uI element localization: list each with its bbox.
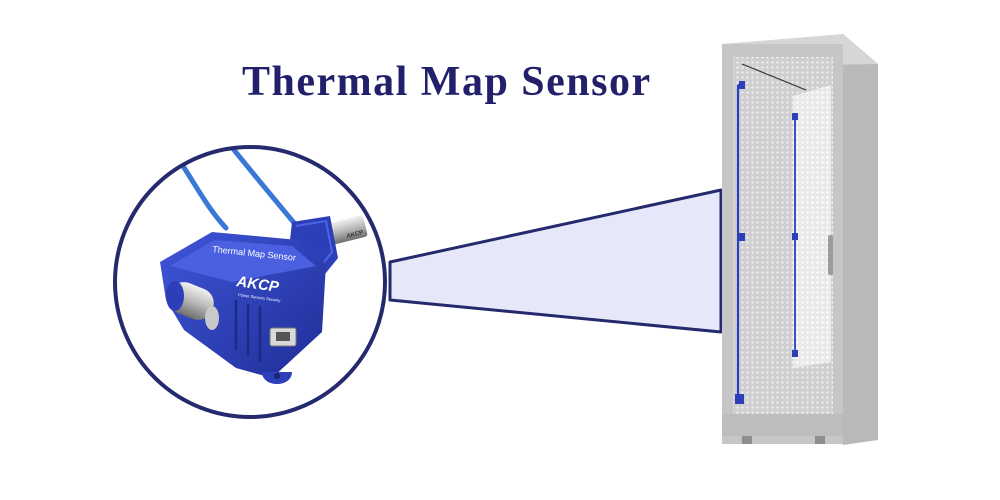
akcp-logo: AKCP — [234, 273, 280, 296]
server-rack-cabinet — [722, 34, 878, 445]
mounting-cylinder — [166, 281, 219, 330]
page-title: Thermal Map Sensor — [242, 59, 652, 105]
zoom-beam — [388, 188, 723, 334]
sensor-zoom-circle: Thermal Map Sensor AKCP Power Sensors Se… — [113, 145, 387, 419]
thermal-map-sensor-unit: Thermal Map Sensor AKCP Power Sensors Se… — [160, 230, 364, 384]
open-door-panel — [793, 85, 831, 368]
probe-marking: AKCP — [346, 230, 364, 240]
sensor-cable-left — [147, 147, 229, 231]
akcp-subtitle: Power Sensors Security — [238, 292, 281, 303]
